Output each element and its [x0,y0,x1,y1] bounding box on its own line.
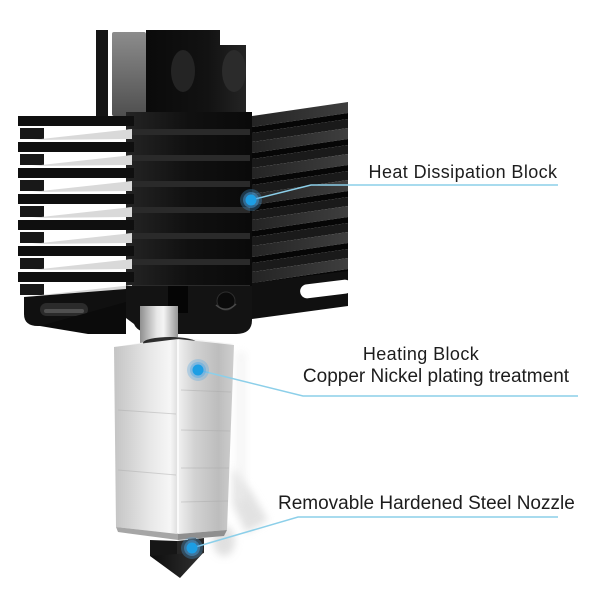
callout-dot-heat-dissipation [240,189,262,211]
heatsink-fin [18,246,134,270]
shadow-right-of-heating-block [236,352,246,502]
callout-dot-nozzle [181,537,203,559]
leader-line-heating-block [197,369,578,397]
heatsink-fin [18,116,134,140]
heating-block-bottom-bevel-left [116,527,178,540]
base-skirt-left [40,302,126,334]
heatsink-fins-left [18,116,134,296]
callout-label-removable-nozzle: Removable Hardened Steel Nozzle [278,493,575,514]
callout-dots [181,189,262,559]
heating-block-right-face [178,339,234,534]
heatsink-fins-right [252,102,348,298]
base-wing-right-slot [300,279,352,299]
leader-line-nozzle [191,516,558,549]
mounting-hole-left [171,50,195,92]
heating-block [114,337,234,540]
mounting-block-gray-panel [112,32,146,116]
base-screw-hole-highlight [215,303,237,310]
heat-dissipation-block [18,102,352,334]
heatsink-base [24,271,352,334]
callout-label-heating-block-line2: Copper Nickel plating treatment [302,366,570,387]
heating-block-bottom-bevel-right [178,530,227,540]
heatsink-fin [18,194,134,218]
leader-line-heat-dissipation [250,184,558,201]
heating-block-left-face [114,339,178,534]
callout-dot-heating-block [187,359,209,381]
heating-block-brushed-texture [117,389,232,503]
heatsink-fin [18,220,134,244]
base-wing-left-slot-highlight [44,309,84,313]
mounting-hole-right [222,50,246,92]
mounting-block-body [146,30,246,116]
callout-label-heating-block-line1: Heating Block [362,344,480,364]
callout-label-heat-dissipation-block: Heat Dissipation Block [368,162,558,182]
nozzle-cone [150,552,204,578]
callout-leader-lines [191,184,578,549]
mounting-block [96,30,246,118]
mounting-block-side-bar [96,30,108,118]
heatsink-fin [18,168,134,192]
heatsink-fin [18,142,134,166]
